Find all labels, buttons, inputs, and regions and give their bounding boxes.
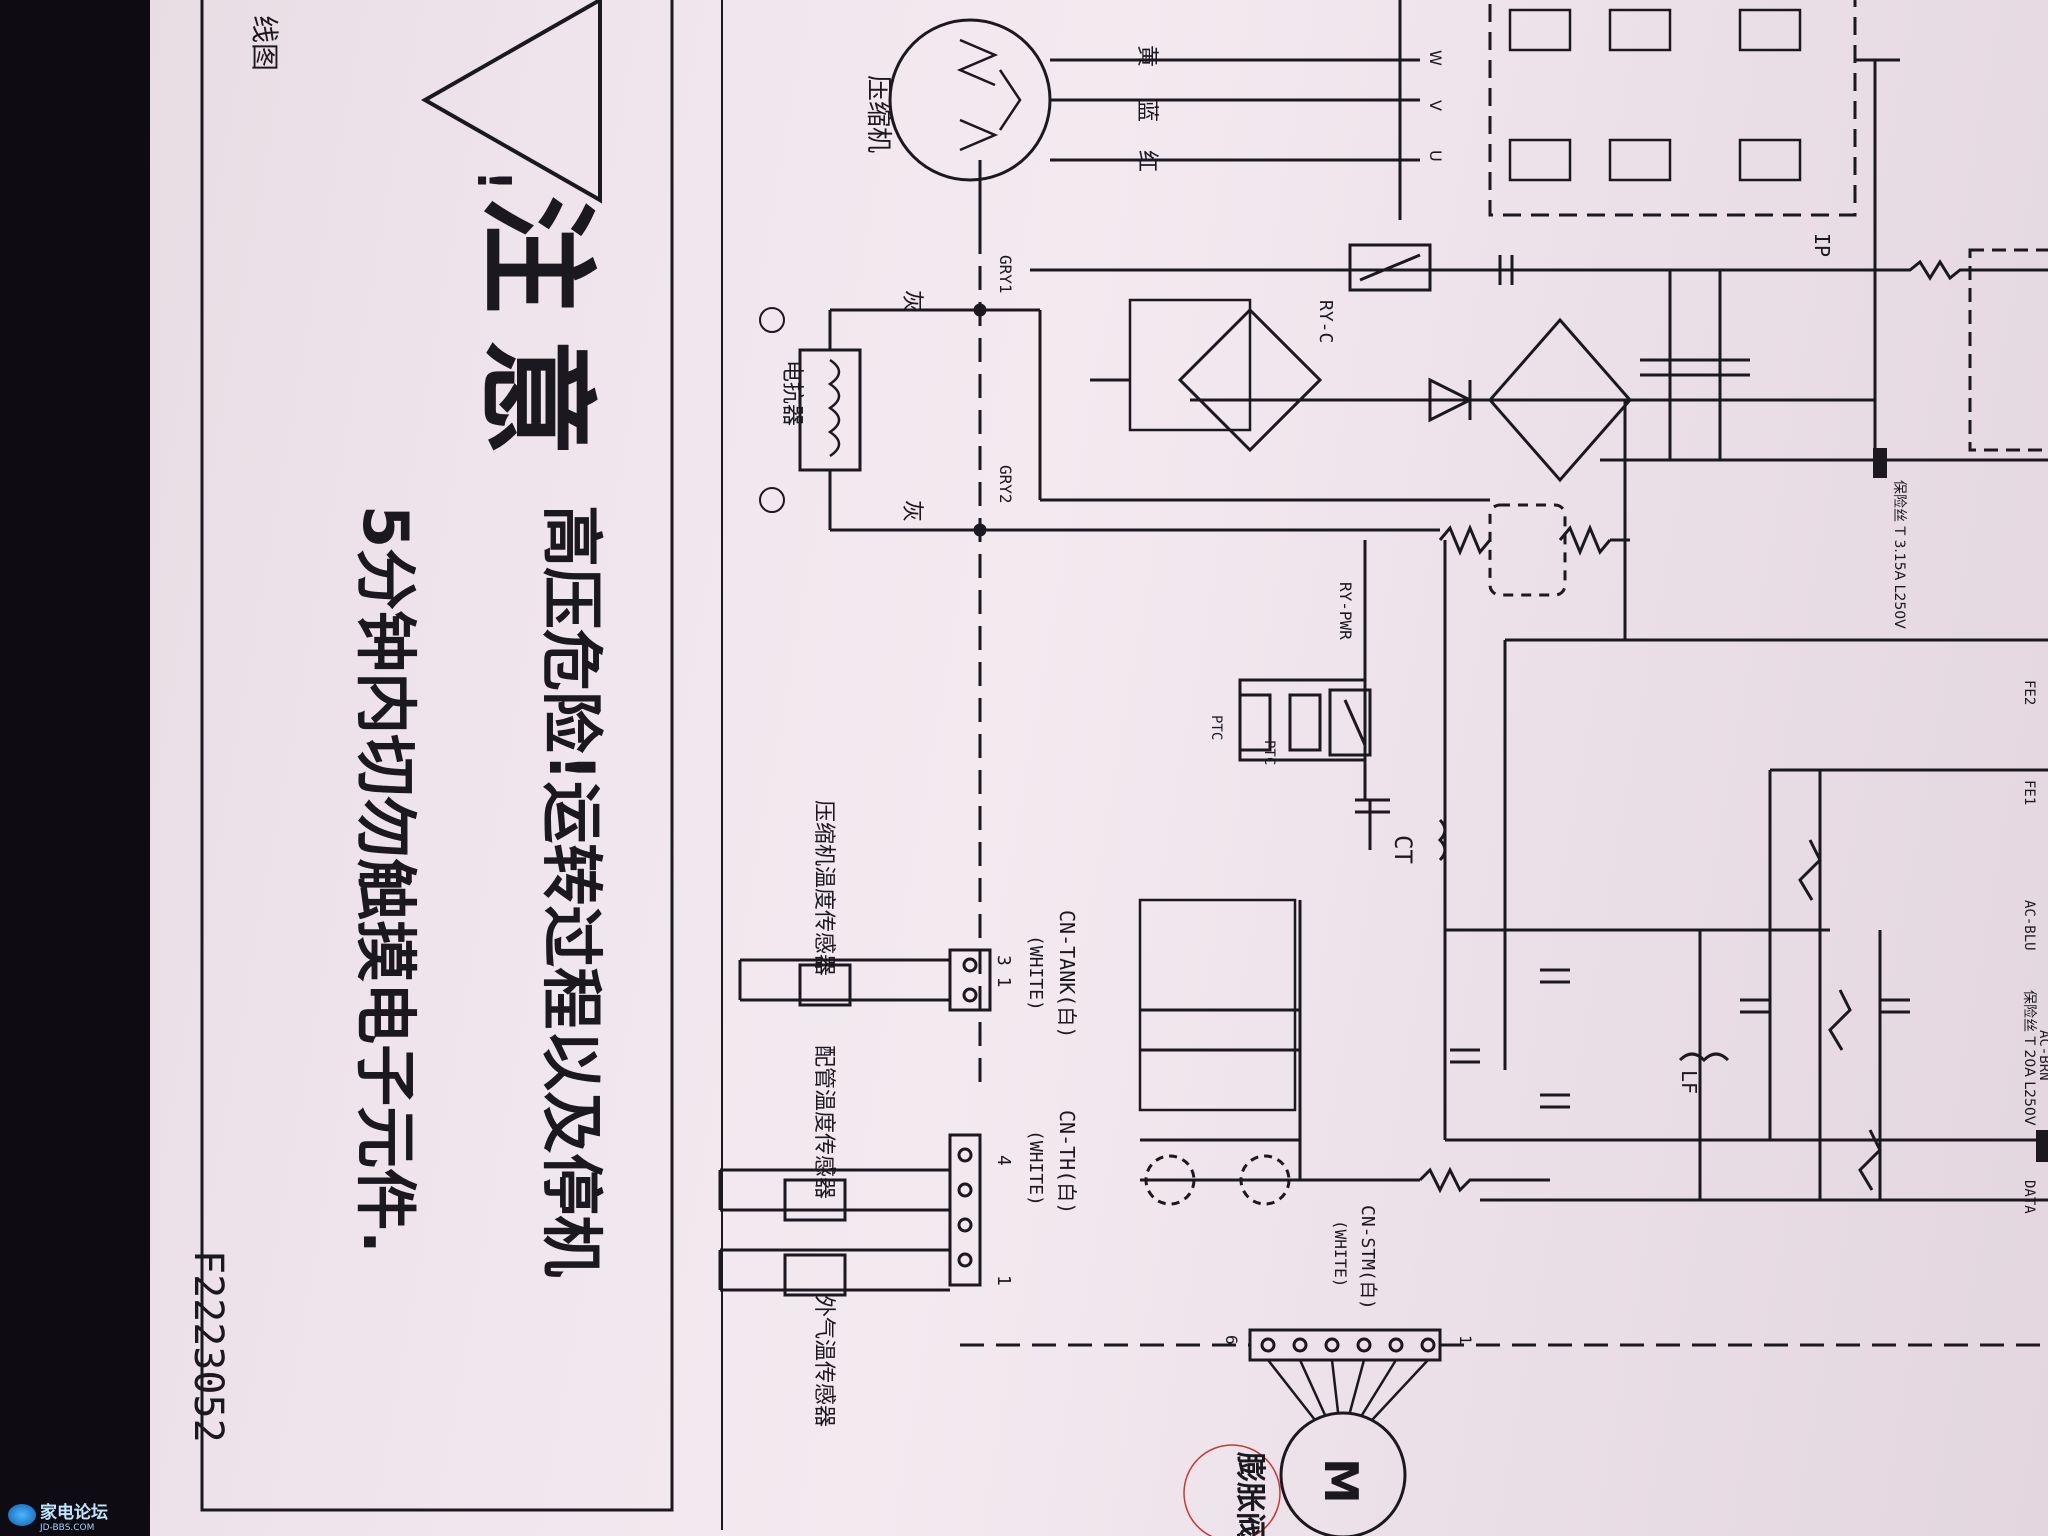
ip-label: IP — [1810, 233, 1834, 257]
schematic-paper — [150, 0, 2048, 1536]
highlight-circle — [1183, 1444, 1281, 1536]
cn-th-connector — [948, 1133, 982, 1287]
filter-capacitors — [1450, 968, 1910, 1109]
motor-label: M — [1314, 1458, 1368, 1504]
ry-c-label: RY-C — [1315, 300, 1336, 343]
gray2-label: 灰 — [899, 500, 924, 522]
sensor-out-thermistor — [783, 1253, 847, 1297]
cn-th-pin1: 1 — [993, 1275, 1014, 1286]
cn-tank-connector — [948, 948, 992, 1012]
term-w: W — [1426, 50, 1445, 66]
cn-th-label: CN-TH(白) — [1055, 1110, 1079, 1214]
cn-th-pin4: 4 — [993, 1155, 1014, 1166]
warning-line1: 高压危险!运转过程以及停机 — [535, 505, 608, 1277]
ct-label: CT — [1389, 835, 1417, 864]
ac-brn-label: AC-BRN — [2036, 1030, 2048, 1081]
resistor-r1 — [1875, 259, 2048, 281]
fuse2-label: 保险丝 T 20A L250V — [2021, 990, 2037, 1126]
cn-stm-label: CN-STM(白) — [1357, 1205, 1378, 1310]
fe2-label: FE2 — [2021, 680, 2037, 705]
transistor-q1 — [1144, 1154, 1196, 1206]
fe1-label: FE1 — [2021, 780, 2037, 805]
forum-logo-icon — [8, 1504, 36, 1526]
wire-blue-label: 蓝 — [1134, 100, 1159, 122]
bridge-rectifier-2 — [1488, 317, 1632, 483]
stm-pin6: 6 — [1222, 1335, 1241, 1345]
cn-stm-sub: (WHITE) — [1331, 1220, 1350, 1287]
ptc1-label: PTC — [1208, 715, 1224, 740]
data-label: DATA — [2021, 1180, 2037, 1214]
expansion-valve-label: 膨胀阀 — [1232, 1452, 1267, 1536]
motor-symbol — [1279, 1411, 1407, 1536]
surge-absorber-2 — [1828, 989, 1852, 1051]
pfc-switch — [1128, 298, 1252, 432]
ptc-block — [1238, 678, 1367, 762]
ipm-module — [1488, 0, 1857, 217]
sensor-pipe-thermistor — [783, 1178, 847, 1222]
varistor — [1488, 503, 1567, 597]
ptc2-label: PTC — [1261, 740, 1277, 765]
bridge-rectifier-1 — [1177, 307, 1323, 453]
surge-absorber-1 — [1798, 839, 1822, 901]
reactor-label: 电抗器 — [779, 360, 804, 426]
sensor-comp-thermistor — [798, 963, 852, 1007]
gry2-label: GRY2 — [996, 465, 1015, 504]
warning-line2: 5分钟内切勿触摸电子元件. — [349, 505, 422, 1254]
fuse1-label: 保险丝 T 3.15A L250V — [1891, 480, 1907, 629]
cn-stm-pins — [1260, 1337, 1436, 1353]
wire-red-label: 红 — [1134, 150, 1159, 172]
warning-exclamation: ! — [467, 170, 521, 191]
surge-absorber-3 — [1858, 1129, 1882, 1191]
sensor-pipe-label: 配管温度传感器 — [811, 1045, 836, 1199]
relay-ry-c — [1348, 243, 1432, 292]
cn-tank-pins: 3 1 — [993, 955, 1014, 988]
term-v: V — [1426, 100, 1445, 111]
ry-pwr-label: RY-PWR — [1336, 582, 1355, 640]
reactor — [798, 348, 862, 472]
resistor-r2 — [1438, 524, 1492, 556]
wire-yellow-label: 黄 — [1134, 45, 1159, 67]
sensor-network — [1138, 898, 1297, 1112]
lf-label: LF — [1677, 1070, 1701, 1094]
dc-capacitors — [1640, 270, 1750, 460]
compressor-windings — [956, 38, 1022, 152]
watermark-logo: 家电论坛 JD-BBS.COM — [8, 1500, 108, 1533]
gray1-label: 灰 — [899, 290, 924, 312]
compressor-label: 压缩机 — [863, 75, 893, 153]
cn-stm-connector — [1248, 1328, 1442, 1362]
fuse-2-icon — [2036, 1130, 2048, 1162]
cn-tank-label: CN-TANK(白) — [1055, 910, 1079, 1038]
watermark-name: 家电论坛 — [40, 1502, 108, 1523]
sensor-comp-label: 压缩机温度传感器 — [811, 800, 836, 976]
resistor-r3 — [1558, 524, 1612, 556]
stm-pin1: 1 — [1456, 1335, 1475, 1345]
ipm-transistors — [1508, 8, 1802, 182]
right-module — [1968, 248, 2048, 452]
ac-blu-label: AC-BLU — [2021, 900, 2037, 951]
header-fragment: 线图 — [248, 15, 281, 71]
fuse-1-icon — [1873, 448, 1887, 478]
line-filter-coil — [1678, 1052, 1730, 1063]
gry1-label: GRY1 — [996, 255, 1015, 294]
warning-box — [200, 0, 674, 1512]
warning-title: 注意 — [467, 195, 605, 481]
doc-code: F2223052 — [185, 1250, 231, 1443]
cn-th-sub: (WHITE) — [1025, 1130, 1046, 1206]
relay-ry-pwr — [1328, 688, 1372, 757]
cn-tank-sub: (WHITE) — [1025, 935, 1046, 1011]
watermark-url: JD-BBS.COM — [40, 1522, 95, 1533]
transistor-q2 — [1239, 1154, 1291, 1206]
warning-triangle-icon — [420, 0, 602, 204]
diode-d1 — [1428, 377, 1474, 423]
term-u: U — [1426, 150, 1445, 162]
sensor-out-label: 外气温传感器 — [811, 1295, 836, 1427]
